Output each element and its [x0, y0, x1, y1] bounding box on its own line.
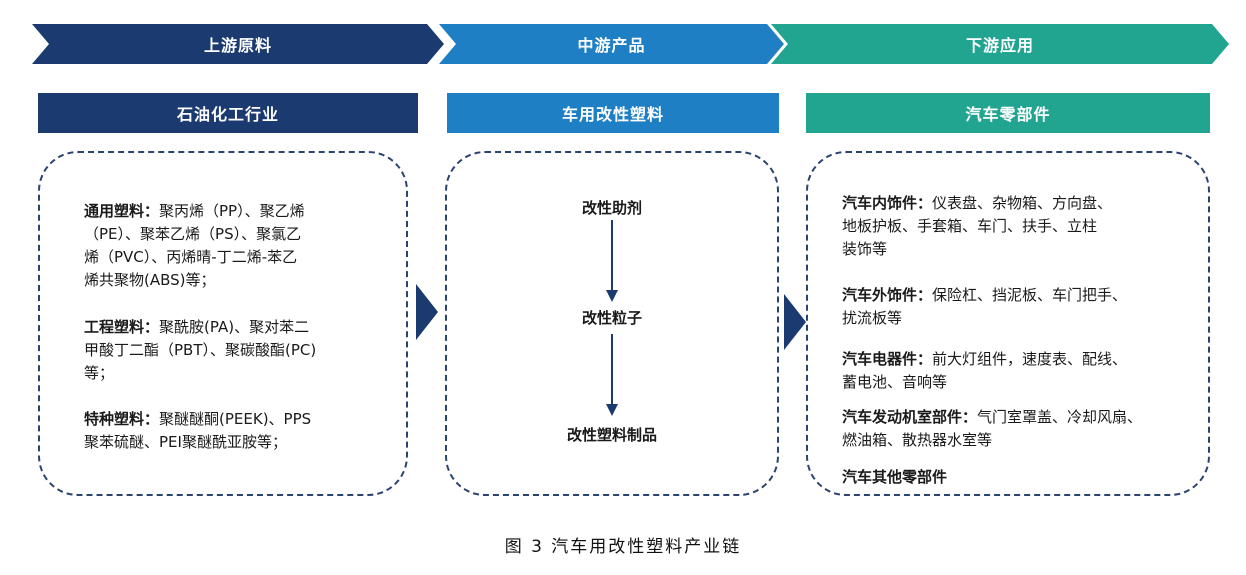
flow-step-additives: 改性助剂 — [581, 199, 642, 217]
item-line: 燃油箱、散热器水室等 — [842, 431, 993, 449]
item-line: 蓄电池、音响等 — [842, 373, 948, 391]
midstream-box — [445, 151, 779, 496]
downstream-exterior-parts: 汽车外饰件：保险杠、挡泥板、车门把手、 扰流板等 — [842, 284, 1202, 330]
header-downstream: 汽车零部件 — [806, 93, 1210, 133]
flow-arrow-right-icon — [416, 284, 438, 340]
item-line: 保险杠、挡泥板、车门把手、 — [932, 286, 1128, 304]
upstream-engineering-plastics: 工程塑料：聚酰胺(PA)、聚对苯二 甲酸丁二酯（PBT）、聚碳酸酯(PC) 等； — [84, 316, 384, 385]
header-upstream: 石油化工行业 — [38, 93, 418, 133]
stage-midstream: 中游产品 — [439, 24, 784, 64]
flow-step-particles: 改性粒子 — [581, 309, 642, 327]
header-midstream: 车用改性塑料 — [447, 93, 779, 133]
downstream-engine-parts: 汽车发动机室部件：气门室罩盖、冷却风扇、 燃油箱、散热器水室等 — [842, 406, 1202, 452]
item-lead: 汽车电器件： — [842, 350, 933, 368]
item-line: 前大灯组件，速度表、配线、 — [932, 350, 1128, 368]
item-line: 等； — [84, 364, 115, 382]
item-line: 聚丙烯（PP）、聚乙烯 — [159, 202, 305, 220]
downstream-other-parts: 汽车其他零部件 — [842, 466, 1202, 489]
downstream-electrical-parts: 汽车电器件：前大灯组件，速度表、配线、 蓄电池、音响等 — [842, 348, 1202, 394]
upstream-general-plastics: 通用塑料：聚丙烯（PP）、聚乙烯 （PE）、聚苯乙烯（PS）、聚氯乙 烯（PVC… — [84, 200, 384, 292]
stage-downstream: 下游应用 — [771, 24, 1229, 64]
diagram-area: 上游原料 中游产品 下游应用 石油化工行业 车用改性塑料 汽车零部件 通用塑料：… — [24, 14, 1234, 514]
upstream-special-plastics: 特种塑料：聚醚醚酮(PEEK)、PPS 聚苯硫醚、PEI聚醚酰亚胺等； — [84, 408, 384, 454]
item-line: 气门室罩盖、冷却风扇、 — [977, 408, 1143, 426]
downstream-box — [806, 151, 1210, 496]
item-lead: 汽车外饰件： — [842, 286, 933, 304]
item-line: 甲酸丁二酯（PBT）、聚碳酸酯(PC) — [84, 341, 317, 359]
item-lead: 汽车内饰件： — [842, 194, 933, 212]
item-line: 地板护板、手套箱、车门、扶手、立柱 — [842, 217, 1098, 235]
item-lead: 特种塑料： — [84, 410, 160, 428]
down-arrow-icon — [606, 334, 618, 416]
item-lead: 汽车发动机室部件： — [842, 408, 978, 426]
downstream-interior-parts: 汽车内饰件：仪表盘、杂物箱、方向盘、 地板护板、手套箱、车门、扶手、立柱 装饰等 — [842, 192, 1202, 261]
item-line: 装饰等 — [842, 240, 888, 258]
item-line: 扰流板等 — [842, 309, 903, 327]
upstream-box — [38, 151, 408, 496]
item-lead: 工程塑料： — [84, 318, 160, 336]
item-line: 聚酰胺(PA)、聚对苯二 — [159, 318, 310, 336]
item-line: （PE）、聚苯乙烯（PS）、聚氯乙 — [84, 225, 302, 243]
item-line: 聚醚醚酮(PEEK)、PPS — [159, 410, 312, 428]
item-line: 聚苯硫醚、PEI聚醚酰亚胺等； — [84, 433, 287, 451]
item-lead: 通用塑料： — [84, 202, 160, 220]
down-arrow-icon — [606, 220, 618, 302]
item-lead: 汽车其他零部件 — [842, 468, 948, 486]
item-line: 烯共聚物(ABS)等； — [84, 271, 216, 289]
figure-caption: 图 3 汽车用改性塑料产业链 — [504, 537, 742, 557]
item-line: 烯（PVC）、丙烯晴-丁二烯-苯乙 — [84, 248, 298, 266]
stage-upstream: 上游原料 — [32, 24, 444, 64]
flow-step-products: 改性塑料制品 — [566, 426, 657, 444]
flow-arrow-right-icon — [784, 294, 806, 350]
item-line: 仪表盘、杂物箱、方向盘、 — [932, 194, 1113, 212]
